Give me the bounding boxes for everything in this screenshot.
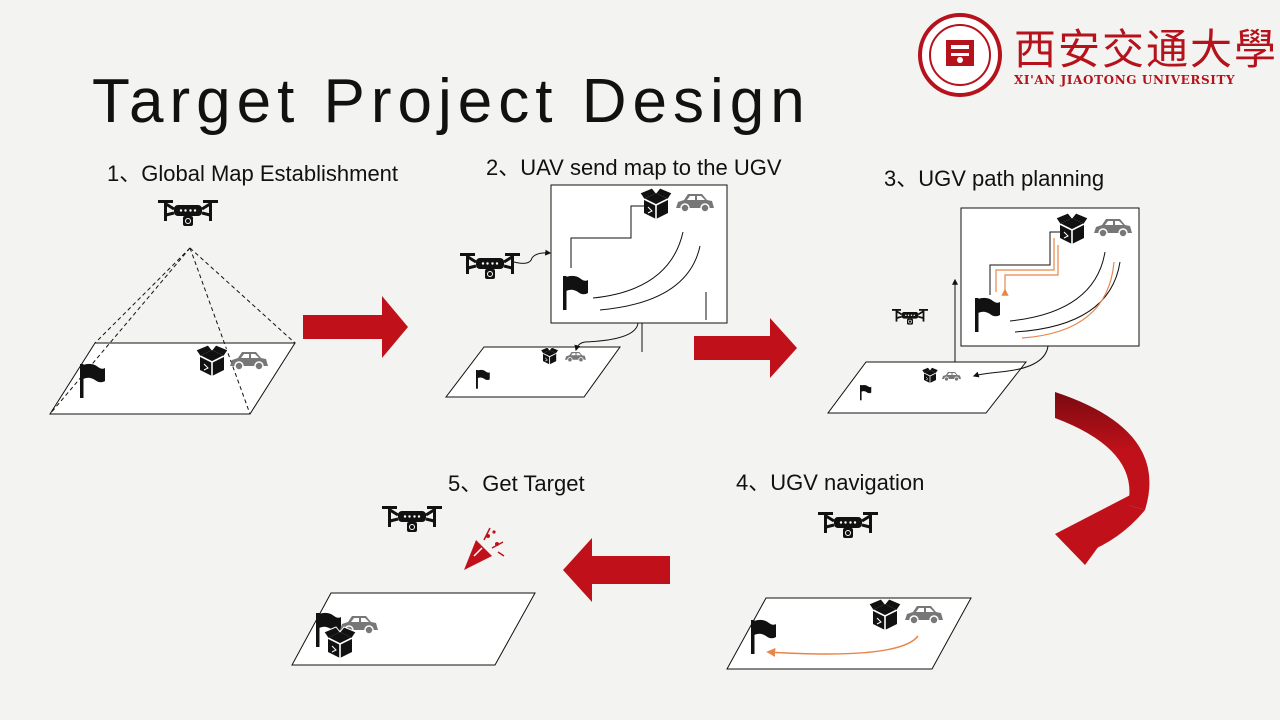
panel-uav-send-map — [444, 184, 728, 398]
university-name-cn: 西安交通大學 — [1014, 25, 1279, 74]
panel-ugv-navigation — [726, 510, 972, 670]
party-popper-icon — [464, 527, 505, 570]
red-arrow-icon — [694, 318, 797, 378]
drone-icon — [156, 198, 220, 228]
curved-red-arrow-icon — [1055, 392, 1150, 565]
map-plane — [444, 346, 621, 398]
drone-icon — [380, 504, 444, 534]
drone-icon — [816, 510, 880, 540]
step-1-label: 1、Global Map Establishment — [107, 161, 399, 186]
red-arrow-icon — [563, 538, 670, 602]
scan-pyramid — [49, 247, 296, 415]
step-4-label: 4、UGV navigation — [736, 470, 925, 495]
panel-path-planning — [827, 207, 1140, 414]
drone-icon — [458, 251, 522, 281]
step-5-label: 5、Get Target — [448, 471, 585, 496]
university-name-en: XI'AN JIAOTONG UNIVERSITY — [1014, 73, 1236, 87]
step-3-label: 3、UGV path planning — [884, 166, 1105, 191]
red-arrow-icon — [303, 296, 408, 358]
panel-global-map — [49, 198, 296, 415]
panel-get-target — [291, 504, 536, 666]
step-2-label: 2、UAV send map to the UGV — [486, 155, 782, 180]
map-plane — [49, 342, 296, 415]
page-title: Target Project Design — [92, 67, 811, 136]
map-plane — [291, 592, 536, 666]
drone-icon — [891, 308, 929, 326]
